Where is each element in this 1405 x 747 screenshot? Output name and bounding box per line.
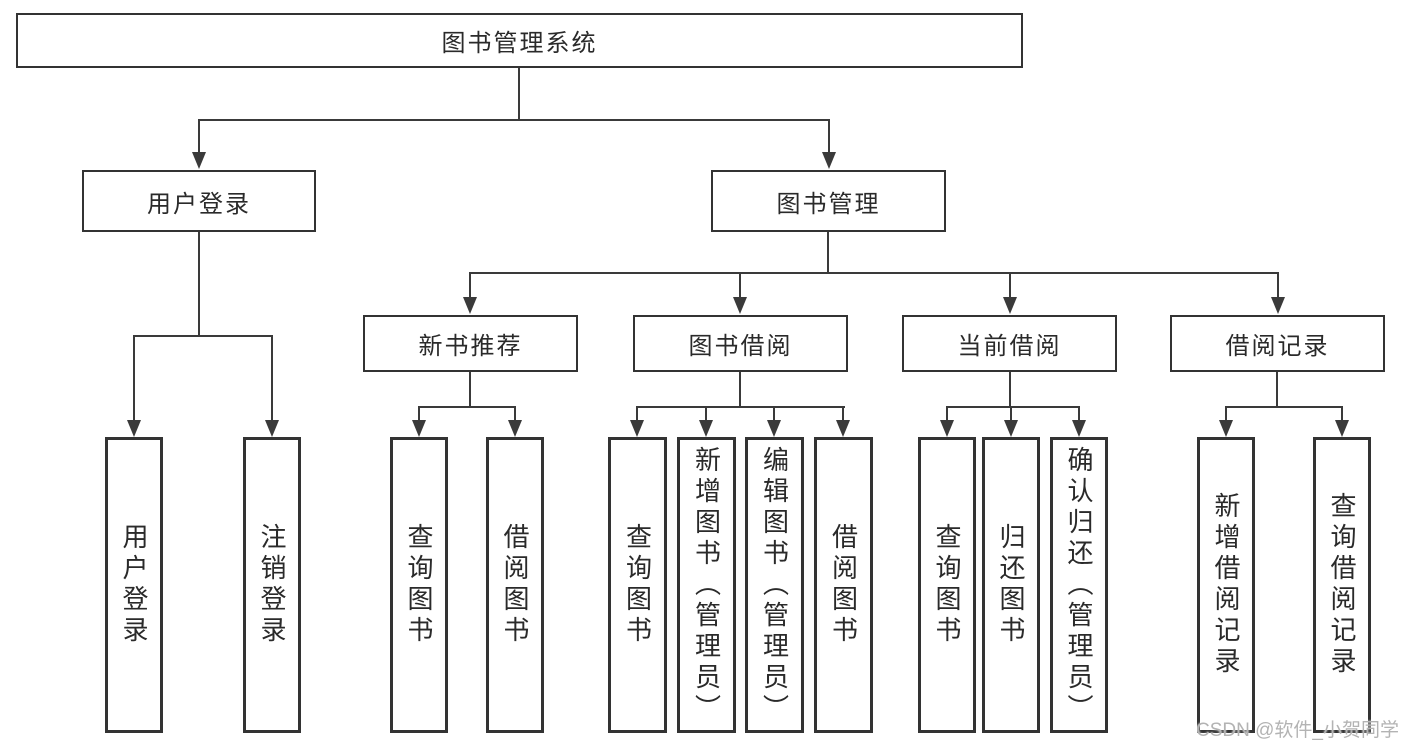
arrowhead-down-icon: [1004, 420, 1018, 437]
node-leaf-return-books-label: 归还图书: [996, 523, 1026, 647]
arrowhead-down-icon: [699, 420, 713, 437]
connector-stem-borrow-edit: [773, 406, 775, 422]
connector-stem-current-confirm: [1078, 406, 1080, 422]
connector-stem-borrow-borrow: [842, 406, 844, 422]
connector-stem-records-add: [1225, 406, 1227, 422]
arrowhead-down-icon: [192, 152, 206, 169]
arrowhead-down-icon: [1335, 420, 1349, 437]
connector-stem-logout: [271, 335, 273, 422]
connector-book-borrow-bus: [636, 406, 845, 408]
node-leaf-logout: 注销登录: [243, 437, 301, 733]
arrowhead-down-icon: [412, 420, 426, 437]
node-leaf-confirm-return-admin: 确认归还（管理员）: [1050, 437, 1108, 733]
node-current-borrow: 当前借阅: [902, 315, 1117, 372]
node-leaf-query-borrow-record: 查询借阅记录: [1313, 437, 1371, 733]
node-new-book-rec-label: 新书推荐: [418, 333, 523, 360]
connector-new-book-rec-bus: [418, 406, 516, 408]
arrowhead-down-icon: [630, 420, 644, 437]
node-leaf-login-label: 用户登录: [119, 523, 149, 647]
node-leaf-rec-borrow-books: 借阅图书: [486, 437, 544, 733]
node-leaf-borrow-books: 借阅图书: [814, 437, 873, 733]
node-leaf-rec-borrow-books-label: 借阅图书: [500, 523, 530, 647]
node-leaf-add-borrow-record-label: 新增借阅记录: [1211, 492, 1241, 678]
node-current-borrow-label: 当前借阅: [957, 333, 1062, 360]
node-leaf-edit-books-admin: 编辑图书（管理员）: [745, 437, 804, 733]
node-user-login: 用户登录: [82, 170, 316, 232]
node-leaf-borrow-query-books-label: 查询图书: [622, 523, 653, 647]
arrowhead-down-icon: [1072, 420, 1086, 437]
connector-stem-book-mgmt: [828, 119, 830, 154]
connector-stem-borrow-add: [705, 406, 707, 422]
connector-stem-borrow-records: [1277, 272, 1279, 299]
arrowhead-down-icon: [767, 420, 781, 437]
node-leaf-rec-query-books: 查询图书: [390, 437, 448, 733]
node-user-login-label: 用户登录: [147, 190, 251, 218]
node-leaf-add-borrow-record: 新增借阅记录: [1197, 437, 1255, 733]
connector-root-trunk: [518, 68, 520, 121]
connector-stem-book-borrow: [739, 272, 741, 299]
node-leaf-edit-books-admin-label: 编辑图书（管理员）: [759, 445, 790, 725]
node-leaf-add-books-admin: 新增图书（管理员）: [677, 437, 736, 733]
arrowhead-down-icon: [940, 420, 954, 437]
arrowhead-down-icon: [127, 420, 141, 437]
node-book-mgmt-label: 图书管理: [776, 190, 881, 218]
node-borrow-records: 借阅记录: [1170, 315, 1385, 372]
arrowhead-down-icon: [463, 297, 477, 314]
node-leaf-query-borrow-record-label: 查询借阅记录: [1327, 492, 1357, 678]
arrowhead-down-icon: [1003, 297, 1017, 314]
connector-stem-current-borrow: [1009, 272, 1011, 299]
node-root: 图书管理系统: [16, 13, 1023, 68]
node-leaf-rec-query-books-label: 查询图书: [404, 523, 434, 647]
connector-user-login-bus: [133, 335, 273, 337]
arrowhead-down-icon: [1219, 420, 1233, 437]
node-new-book-rec: 新书推荐: [363, 315, 578, 372]
connector-level3-bus: [469, 272, 1279, 274]
node-borrow-records-label: 借阅记录: [1225, 333, 1330, 360]
connector-stem-login: [133, 335, 135, 422]
connector-stem-current-query: [946, 406, 948, 422]
connector-book-mgmt-trunk: [827, 232, 829, 274]
arrowhead-down-icon: [822, 152, 836, 169]
connector-stem-rec-query: [418, 406, 420, 422]
node-leaf-logout-label: 注销登录: [257, 523, 287, 647]
connector-level2-bus: [198, 119, 830, 121]
connector-borrow-records-bus: [1225, 406, 1343, 408]
node-root-label: 图书管理系统: [441, 30, 598, 57]
connector-stem-rec-borrow: [514, 406, 516, 422]
csdn-watermark: CSDN @软件_小贺同学: [1196, 720, 1399, 741]
node-book-mgmt: 图书管理: [711, 170, 946, 232]
connector-book-borrow-trunk: [739, 372, 741, 408]
node-leaf-return-books: 归还图书: [982, 437, 1040, 733]
arrowhead-down-icon: [508, 420, 522, 437]
connector-stem-new-book-rec: [469, 272, 471, 299]
connector-current-borrow-bus: [946, 406, 1080, 408]
connector-stem-user-login: [198, 119, 200, 154]
node-leaf-confirm-return-admin-label: 确认归还（管理员）: [1064, 445, 1094, 725]
connector-user-login-trunk: [198, 232, 200, 336]
arrowhead-down-icon: [265, 420, 279, 437]
node-book-borrow: 图书借阅: [633, 315, 848, 372]
connector-borrow-records-trunk: [1276, 372, 1278, 408]
arrowhead-down-icon: [836, 420, 850, 437]
arrowhead-down-icon: [1271, 297, 1285, 314]
connector-new-book-rec-trunk: [469, 372, 471, 408]
node-leaf-login: 用户登录: [105, 437, 163, 733]
connector-stem-current-return: [1010, 406, 1012, 422]
node-book-borrow-label: 图书借阅: [688, 333, 793, 360]
connector-stem-borrow-query: [636, 406, 638, 422]
connector-stem-records-query: [1341, 406, 1343, 422]
node-leaf-borrow-query-books: 查询图书: [608, 437, 667, 733]
connector-current-borrow-trunk: [1009, 372, 1011, 408]
node-leaf-add-books-admin-label: 新增图书（管理员）: [691, 445, 722, 725]
node-leaf-borrow-books-label: 借阅图书: [828, 523, 859, 647]
node-leaf-current-query-books: 查询图书: [918, 437, 976, 733]
node-leaf-current-query-books-label: 查询图书: [932, 523, 962, 647]
arrowhead-down-icon: [733, 297, 747, 314]
